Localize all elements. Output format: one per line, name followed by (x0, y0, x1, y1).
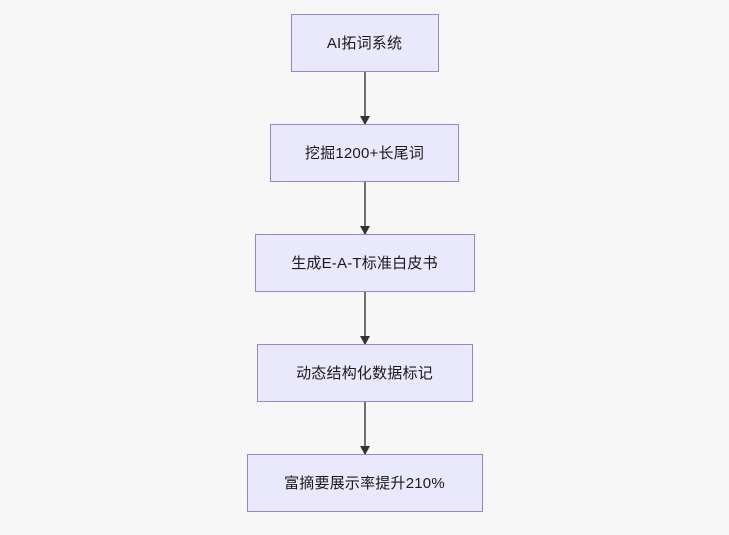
flow-node-label: 挖掘1200+长尾词 (304, 144, 425, 162)
flow-node-label: 生成E-A-T标准白皮书 (291, 254, 438, 272)
flow-node-generate-eat-whitepaper[interactable]: 生成E-A-T标准白皮书 (254, 234, 475, 292)
flow-node-label: 动态结构化数据标记 (296, 364, 433, 382)
arrow-down-icon (359, 116, 370, 125)
flow-node-rich-snippet-impression-lift[interactable]: 富摘要展示率提升210% (246, 454, 483, 512)
flow-edge-n1-n2 (359, 72, 370, 125)
flow-node-label: 富摘要展示率提升210% (284, 474, 445, 492)
canvas-top-spacer (364, 0, 365, 14)
arrow-down-icon (359, 226, 370, 235)
flow-edge-n2-n3 (359, 182, 370, 235)
flow-node-dynamic-structured-data-markup[interactable]: 动态结构化数据标记 (256, 344, 473, 402)
arrow-down-icon (359, 446, 370, 455)
flow-node-label: AI拓词系统 (326, 34, 403, 52)
arrow-down-icon (359, 336, 370, 345)
flow-edge-n3-n4 (359, 292, 370, 345)
flow-edge-n4-n5 (359, 402, 370, 455)
flow-node-ai-keyword-system[interactable]: AI拓词系统 (290, 14, 439, 72)
flow-node-mine-longtail-keywords[interactable]: 挖掘1200+长尾词 (270, 124, 459, 182)
